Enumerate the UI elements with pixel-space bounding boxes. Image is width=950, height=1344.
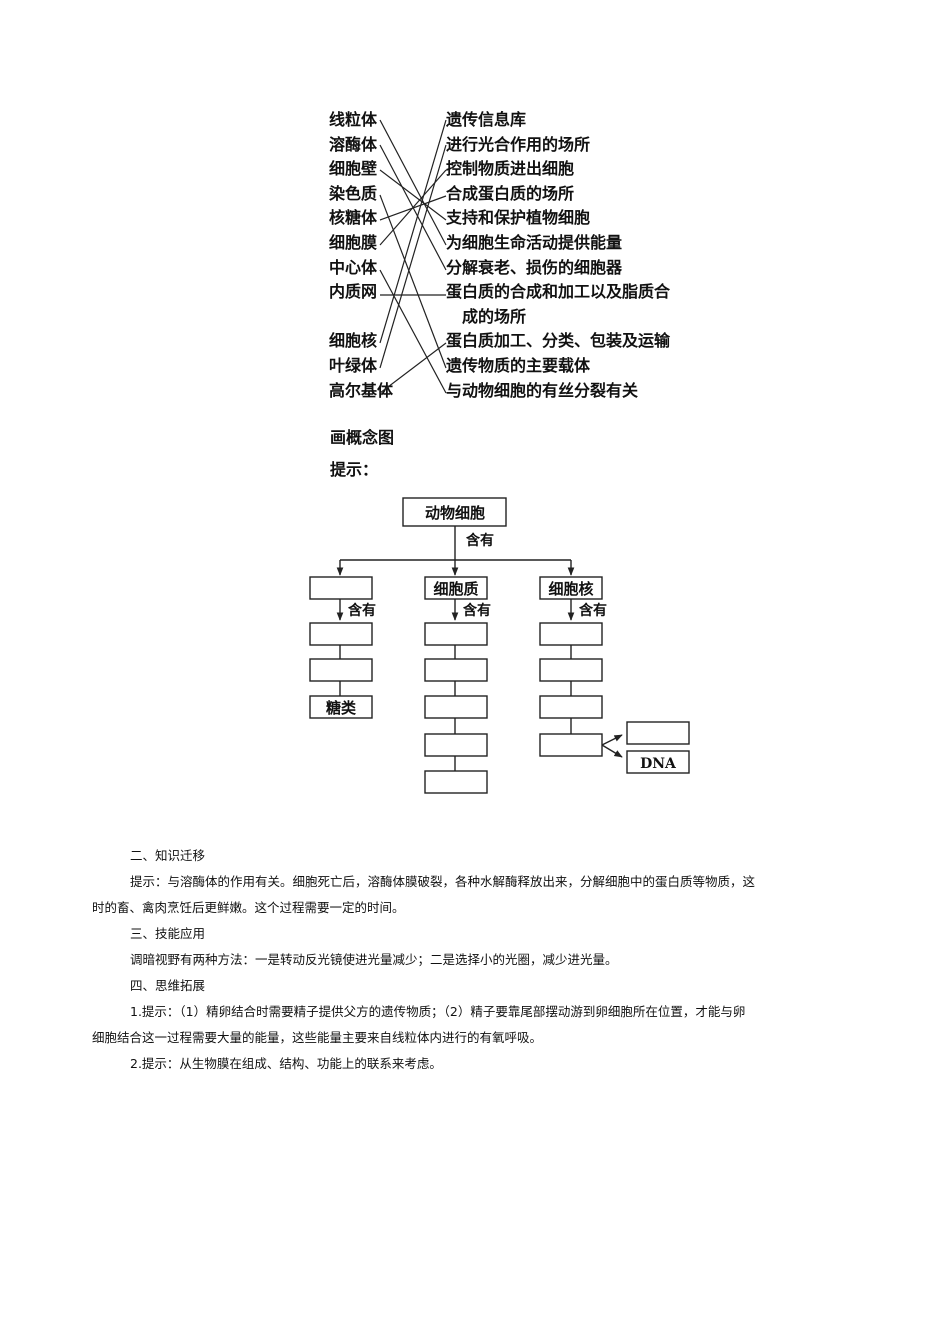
leaf-box — [309, 658, 373, 682]
matching-lines — [379, 119, 447, 394]
match-line — [379, 194, 447, 369]
leaf-box — [539, 622, 603, 646]
section-line: 1.提示：（1）精卵结合时需要精子提供父方的遗传物质；（2）精子要靠尾部摆动游到… — [130, 1004, 746, 1019]
answer-sections: 二、知识迁移 提示：与溶酶体的作用有关。细胞死亡后，溶酶体膜破裂，各种水解酶释放… — [92, 843, 852, 1077]
function-item: 支持和保护植物细胞 — [446, 208, 591, 228]
leaf-box — [424, 622, 488, 646]
function-item: 与动物细胞的有丝分裂有关 — [446, 380, 639, 400]
leaf-box — [539, 733, 603, 757]
match-line — [379, 119, 447, 344]
contains-label: 含有 — [463, 602, 491, 619]
organelle-item: 中心体 — [329, 257, 378, 277]
match-line — [379, 119, 447, 246]
organelle-item: 内质网 — [329, 282, 378, 302]
leaf-box-sugar — [309, 695, 373, 719]
organelle-item: 核糖体 — [329, 208, 378, 228]
section-line: 时的畜、禽肉烹饪后更鲜嫩。这个过程需要一定的时间。 — [92, 900, 405, 915]
organelle-item: 细胞膜 — [329, 232, 378, 252]
leaf-label-sugar: 糖类 — [326, 699, 357, 717]
leaf-box — [424, 695, 488, 719]
concept-map-heading: 画概念图 — [330, 428, 395, 447]
match-line — [379, 144, 447, 369]
root-label: 动物细胞 — [425, 504, 485, 522]
organelle-item: 高尔基体 — [329, 380, 394, 400]
leaf-label-dna: DNA — [640, 756, 677, 772]
branch-box-cytoplasm — [424, 576, 488, 600]
branch-label: 细胞质 — [433, 580, 478, 598]
branch-label: 细胞核 — [548, 580, 593, 598]
function-item: 合成蛋白质的场所 — [446, 183, 575, 203]
contains-label: 含有 — [579, 602, 607, 619]
function-item: 为细胞生命活动提供能量 — [446, 232, 623, 252]
leaf-box — [539, 658, 603, 682]
function-item: 控制物质进出细胞 — [446, 159, 575, 179]
organelle-item: 染色质 — [329, 183, 378, 203]
concept-map: 动物细胞 含有 细胞质 细胞核 含有 含有 含有 糖类 DNA — [309, 497, 690, 794]
section-title: 三、技能应用 — [130, 926, 206, 941]
leaf-box — [424, 770, 488, 794]
function-item: 遗传物质的主要载体 — [446, 355, 591, 375]
hint-label: 提示： — [330, 460, 379, 479]
section-title: 二、知识迁移 — [130, 848, 206, 863]
function-item-continued: 成的场所 — [462, 306, 527, 326]
match-line — [379, 342, 447, 394]
leaf-box — [424, 658, 488, 682]
function-item: 分解衰老、损伤的细胞器 — [446, 257, 623, 277]
section-line: 提示：与溶酶体的作用有关。细胞死亡后，溶酶体膜破裂，各种水解酶释放出来，分解细胞… — [130, 874, 756, 889]
organelle-list: 线粒体 溶酶体 细胞壁 染色质 核糖体 细胞膜 中心体 内质网 细胞核 叶绿体 … — [329, 108, 399, 403]
function-item: 遗传信息库 — [446, 110, 527, 129]
section-line: 调暗视野有两种方法：一是转动反光镜使进光量减少；二是选择小的光圈，减少进光量。 — [130, 952, 618, 967]
branch-box-blank — [309, 576, 373, 600]
contains-label: 含有 — [466, 532, 494, 549]
leaf-box-dna — [626, 750, 690, 774]
section-title: 四、思维拓展 — [130, 978, 206, 993]
function-list: 遗传信息库 进行光合作用的场所 控制物质进出细胞 合成蛋白质的场所 支持和保护植… — [446, 108, 686, 403]
organelle-item: 叶绿体 — [329, 355, 378, 375]
organelle-item: 溶酶体 — [329, 134, 378, 154]
section-line: 2.提示：从生物膜在组成、结构、功能上的联系来考虑。 — [130, 1056, 442, 1071]
organelle-item: 细胞核 — [329, 331, 378, 351]
leaf-box — [424, 733, 488, 757]
section-line: 细胞结合这一过程需要大量的能量，这些能量主要来自线粒体内进行的有氧呼吸。 — [92, 1030, 543, 1045]
organelle-item: 细胞壁 — [329, 159, 378, 179]
organelle-item: 线粒体 — [329, 110, 378, 129]
leaf-box — [626, 721, 690, 745]
function-item: 进行光合作用的场所 — [446, 134, 591, 154]
function-item: 蛋白质加工、分类、包装及运输 — [446, 331, 671, 351]
leaf-box — [309, 622, 373, 646]
match-line — [379, 269, 447, 394]
leaf-box — [539, 695, 603, 719]
function-item: 蛋白质的合成和加工以及脂质合 — [446, 282, 671, 302]
contains-label: 含有 — [348, 602, 376, 619]
match-line — [379, 169, 447, 221]
